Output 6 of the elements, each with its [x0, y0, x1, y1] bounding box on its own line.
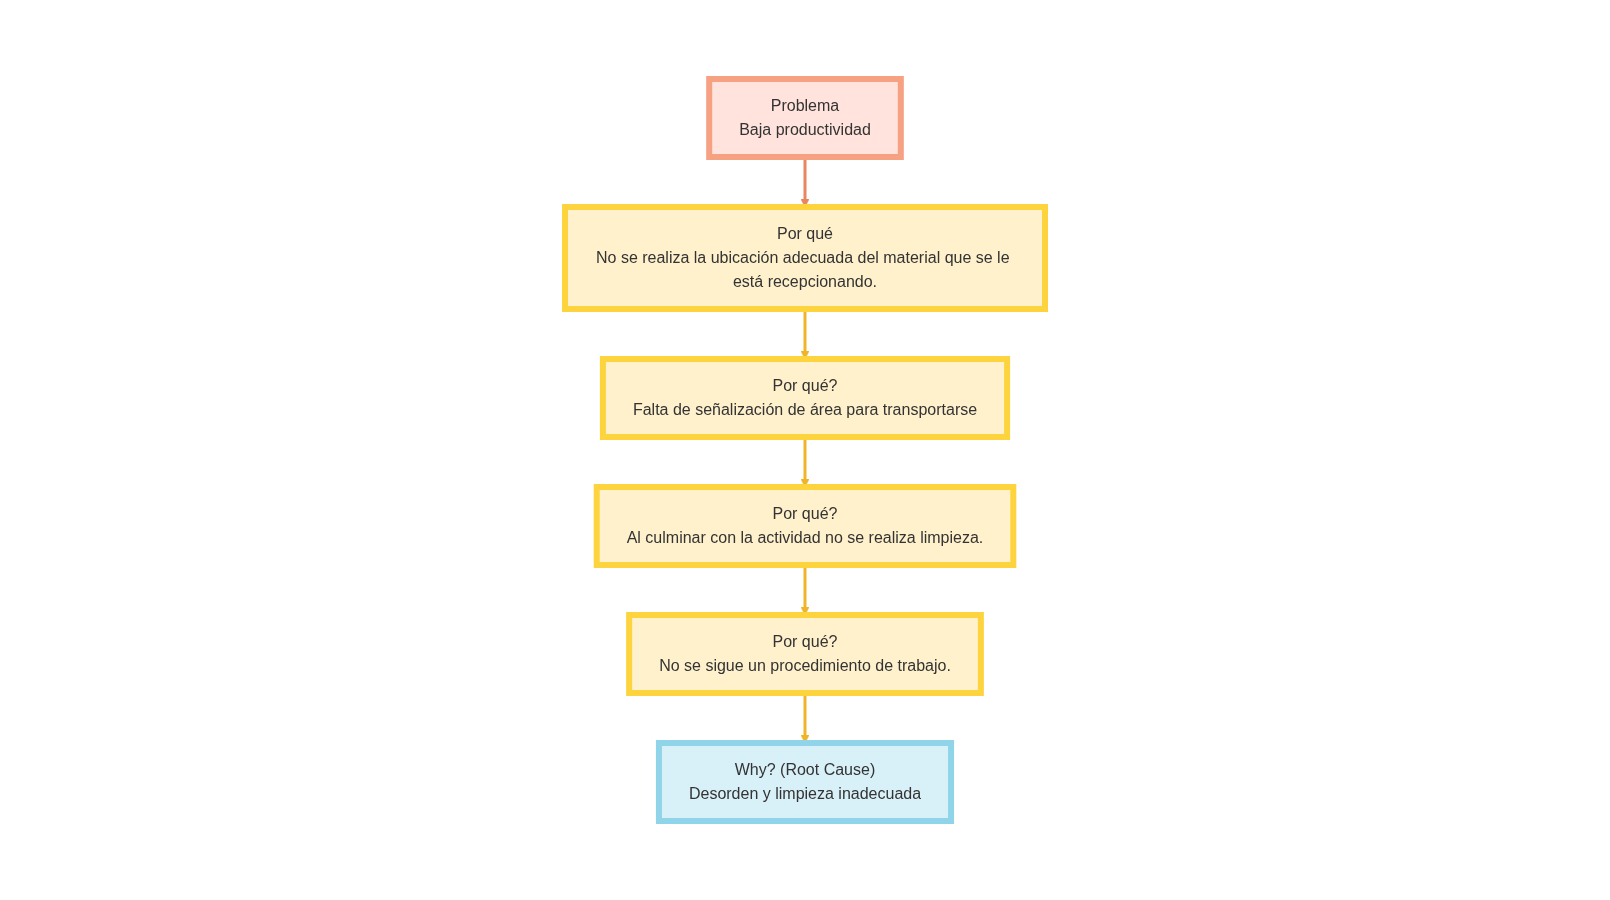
- node-box: Por qué? Falta de señalización de área para transportarse: [599, 356, 1011, 440]
- node-box: Por qué? No se sigue un procedimiento de trabajo.: [626, 612, 984, 696]
- node-box: Why? (Root Cause) Desorden y limpieza inadecuada: [655, 740, 955, 824]
- node-box: Por qué? Al culminar con la actividad no se realiza limpieza.: [593, 484, 1017, 568]
- node-box: Por qué No se realiza la ubicación adecuada del material que se le está recepcionando.: [562, 204, 1048, 312]
- node-box: Problema Baja productividad: [706, 76, 904, 160]
